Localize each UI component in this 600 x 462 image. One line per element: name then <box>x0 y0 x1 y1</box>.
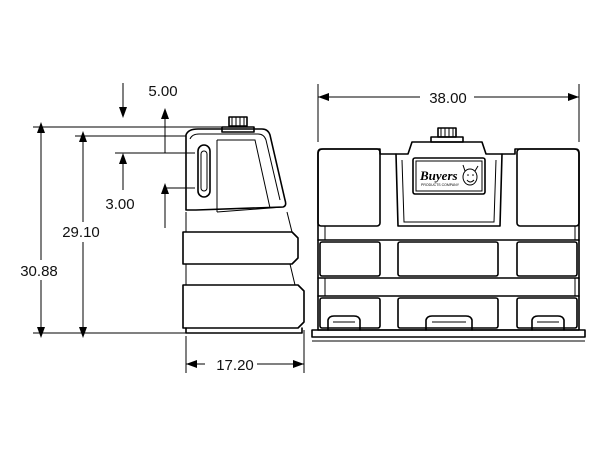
forklift-pocket-right <box>531 315 565 331</box>
front-view: Buyers PRODUCTS COMPANY <box>311 127 586 342</box>
side-view-middle-band <box>182 231 299 265</box>
dog-mascot-icon <box>462 164 479 186</box>
forklift-pocket-left <box>327 315 361 331</box>
sight-gauge <box>197 144 211 198</box>
svg-text:Buyers: Buyers <box>419 168 458 183</box>
dim-gauge-offset: 3.00 <box>105 196 134 213</box>
side-view-dimensions: 30.88 29.10 5.00 3.00 17.20 <box>18 83 305 374</box>
dim-overall-height: 30.88 <box>20 263 58 280</box>
side-view-cap <box>221 116 255 133</box>
front-view-lower-band <box>317 278 580 329</box>
dim-body-height: 29.10 <box>62 224 100 241</box>
front-view-base <box>311 329 586 338</box>
front-view-middle-band <box>317 226 580 279</box>
front-view-dimensions: 38.00 <box>317 84 580 142</box>
svg-text:PRODUCTS COMPANY: PRODUCTS COMPANY <box>421 183 460 187</box>
forklift-pocket-center <box>425 315 473 331</box>
dim-cap-offset: 5.00 <box>148 83 177 100</box>
side-view-lower-band <box>182 284 305 329</box>
front-view-cap <box>430 127 464 143</box>
upper-right-panel <box>516 148 580 227</box>
buyers-logo: Buyers PRODUCTS COMPANY <box>412 157 486 195</box>
dim-depth: 17.20 <box>216 357 254 374</box>
side-view-upper-body <box>185 128 287 211</box>
dim-width: 38.00 <box>429 90 467 107</box>
side-view <box>182 116 305 334</box>
upper-left-panel <box>317 148 381 227</box>
